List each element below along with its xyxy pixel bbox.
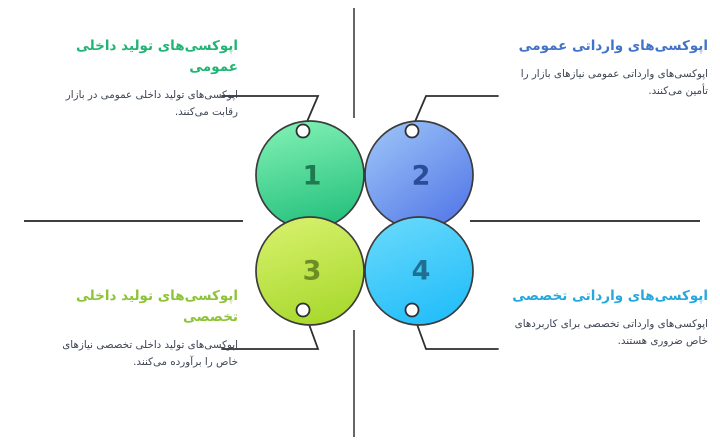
quadrant-title-top-left: اپوکسی‌های تولید داخلی عمومی (76, 38, 238, 75)
quadrant-title-bottom-right: اپوکسی‌های وارداتی تخصصی (512, 288, 708, 304)
connector-line-2 (413, 95, 499, 125)
quadrant-body-top-right: اپوکسی‌های وارداتی عمومی نیازهای بازار ر… (520, 67, 708, 97)
quadrant-body-bottom-left: اپوکسی‌های تولید داخلی تخصصی نیازهای خاص… (62, 338, 238, 368)
connector-line-4 (413, 315, 499, 350)
quadrant-body-top-left: اپوکسی‌های تولید داخلی عمومی در بازار رق… (65, 88, 238, 118)
connector-nodes (295, 123, 420, 318)
connector-node-3 (295, 302, 311, 318)
circle-number-2: 2 (412, 161, 431, 192)
circle-4[interactable] (364, 216, 474, 326)
circle-number-3: 3 (303, 256, 322, 287)
connector-node-1 (295, 123, 311, 139)
circle-3[interactable] (255, 216, 365, 326)
quadrant-text-bottom-right: اپوکسی‌های وارداتی تخصصی اپوکسی‌های وارد… (496, 286, 708, 349)
quadrant-title-bottom-left: اپوکسی‌های تولید داخلی تخصصی (76, 288, 238, 325)
divider-lines (24, 8, 700, 437)
connector-line-3 (221, 315, 320, 350)
circle-group (255, 120, 474, 326)
quadrant-title-top-right: اپوکسی‌های وارداتی عمومی (518, 38, 708, 54)
quadrant-text-bottom-left: اپوکسی‌های تولید داخلی تخصصی اپوکسی‌های … (38, 286, 238, 370)
circle-number-4: 4 (412, 256, 431, 287)
circle-number-1: 1 (303, 161, 322, 192)
quadrant-body-bottom-right: اپوکسی‌های وارداتی تخصصی برای کاربردهای … (514, 317, 708, 347)
quadrant-text-top-left: اپوکسی‌های تولید داخلی عمومی اپوکسی‌های … (38, 36, 238, 120)
connector-node-4 (404, 302, 420, 318)
quadrant-text-top-right: اپوکسی‌های وارداتی عمومی اپوکسی‌های وارد… (496, 36, 708, 99)
connector-line-1 (221, 95, 320, 125)
connector-node-2 (404, 123, 420, 139)
connector-lines (221, 95, 499, 350)
